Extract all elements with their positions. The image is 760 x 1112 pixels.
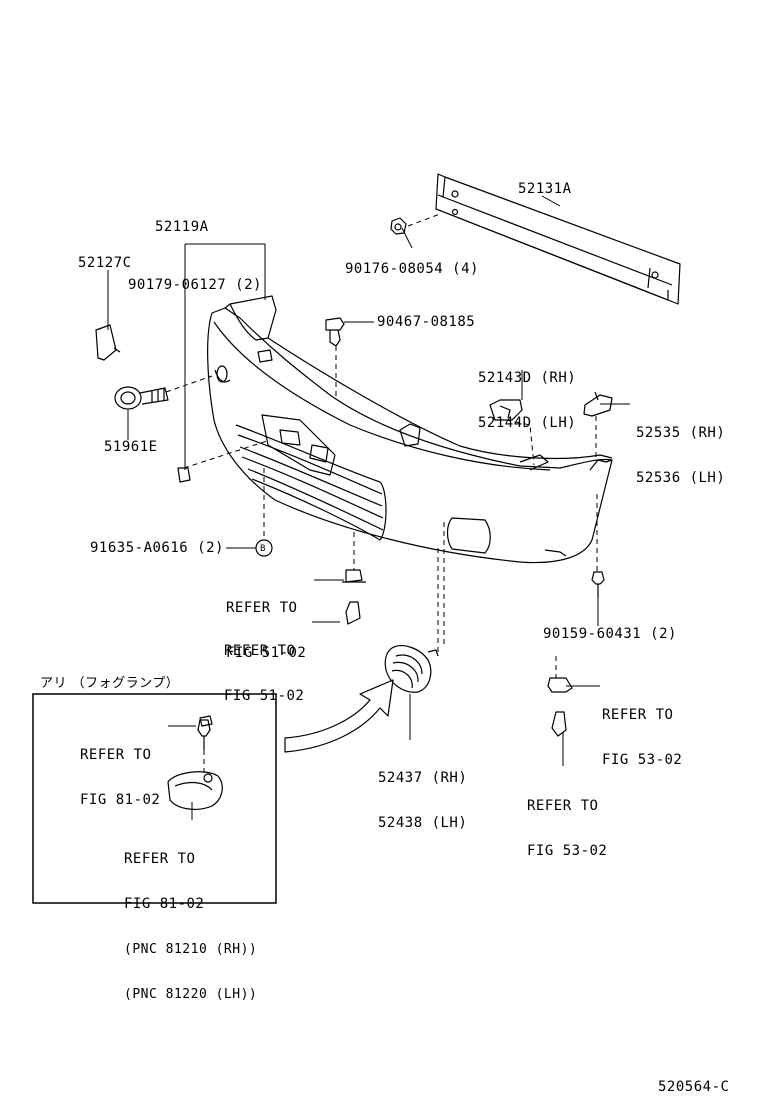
clip-90467 bbox=[325, 317, 345, 347]
label-refer-81-a: REFER TO FIG 81-02 bbox=[80, 747, 161, 808]
label-52535-52536: 52535 (RH) 52536 (LH) bbox=[636, 425, 726, 486]
clip-refer-51-a bbox=[342, 569, 366, 583]
label-52119a: 52119A bbox=[155, 219, 209, 235]
label-refer-51-b: REFER TO FIG 51-02 bbox=[224, 643, 305, 704]
label-91635: 91635-A0616 (2) bbox=[90, 540, 224, 556]
tow-hook bbox=[114, 386, 169, 410]
retainer-52143d bbox=[489, 399, 523, 421]
bumper-reinforcement bbox=[435, 173, 681, 305]
label-refer-51-a: REFER TO FIG 51-02 bbox=[226, 600, 307, 661]
label-refer-81-b: REFER TO FIG 81-02 (PNC 81210 (RH)) (PNC… bbox=[124, 851, 258, 1003]
fog-cover bbox=[384, 645, 439, 693]
label-52127c: 52127C bbox=[78, 255, 132, 271]
dashed-lines bbox=[165, 213, 598, 772]
label-52437-52438: 52437 (RH) 52438 (LH) bbox=[378, 770, 468, 831]
label-52131a: 52131A bbox=[518, 181, 572, 197]
diagram-id: 520564-C bbox=[658, 1079, 730, 1095]
label-circle-b: B bbox=[260, 544, 266, 554]
clip-refer-53-b bbox=[551, 711, 567, 737]
label-90176: 90176-08054 (4) bbox=[345, 261, 479, 277]
clip-90179 bbox=[177, 467, 191, 483]
circle-b bbox=[255, 539, 273, 557]
bumper-cover bbox=[207, 295, 613, 564]
clip-refer-53-a bbox=[547, 677, 573, 693]
leader-lines bbox=[107, 195, 630, 820]
label-52143d-52144d: 52143D (RH) 52144D (LH) bbox=[478, 370, 577, 431]
fog-lamp-inset-box bbox=[32, 693, 277, 904]
label-90179: 90179-06127 (2) bbox=[128, 277, 262, 293]
label-fog-header: アリ （フォグランプ） bbox=[40, 676, 180, 691]
label-90467: 90467-08185 bbox=[377, 314, 476, 330]
label-90159: 90159-60431 (2) bbox=[543, 626, 677, 642]
bolt bbox=[199, 715, 213, 727]
label-51961e: 51961E bbox=[104, 439, 158, 455]
fog-lamp bbox=[167, 719, 223, 810]
label-refer-53-a: REFER TO FIG 53-02 bbox=[602, 707, 683, 768]
retainer-52535 bbox=[583, 391, 613, 417]
label-refer-53-b: REFER TO FIG 53-02 bbox=[527, 798, 608, 859]
clip-refer-51-b bbox=[345, 601, 361, 625]
arrow bbox=[284, 679, 394, 753]
cover-52127c bbox=[95, 324, 121, 361]
